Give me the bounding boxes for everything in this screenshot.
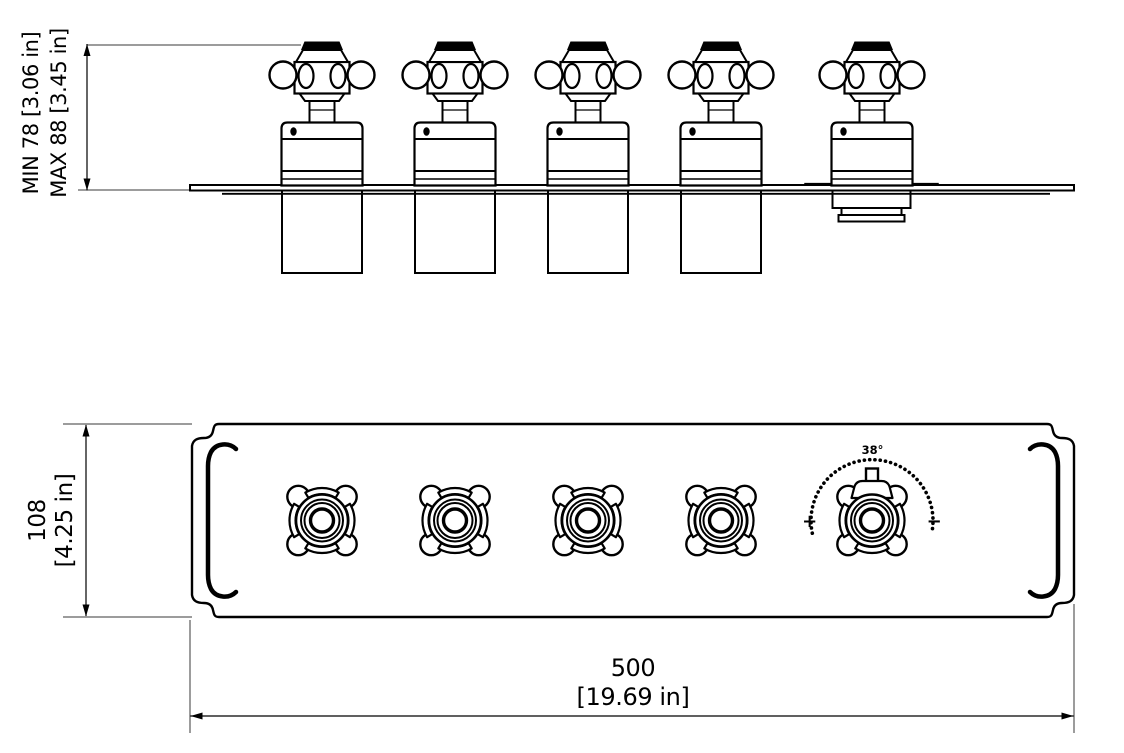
front-view: + − 38° 108 [4.25 in] 500 [19.69 in] [25, 422, 1076, 733]
cross-handle-2 [414, 479, 496, 562]
valve-cartridge-side-1 [268, 40, 376, 187]
arrowhead-down [82, 604, 90, 617]
valve-cartridge-side-4 [667, 40, 775, 187]
wall-plate-side [189, 184, 1075, 192]
side-view: MIN 78 [3.06 in] MAX 88 [3.45 in] [19, 28, 1075, 274]
rough-in-body-3 [547, 189, 629, 274]
cross-handle-3 [547, 479, 629, 562]
depth-min-label: MIN 78 [3.06 in] [19, 32, 43, 195]
cross-handle-4 [680, 479, 762, 562]
plate-width-dimension: 500 [19.69 in] [189, 604, 1075, 733]
temperature-38-label: 38° [862, 443, 884, 457]
height-in-label: [4.25 in] [52, 474, 78, 568]
rough-in-body-4 [680, 189, 762, 274]
height-mm-label: 108 [25, 499, 51, 542]
depth-dimension: MIN 78 [3.06 in] MAX 88 [3.45 in] [19, 28, 301, 198]
valve-cartridge-side-2 [401, 40, 509, 187]
thermostatic-flange [831, 189, 912, 223]
hotter-label: + [802, 511, 817, 532]
thermostatic-cartridge-side [818, 40, 926, 187]
depth-max-label: MAX 88 [3.45 in] [47, 28, 71, 198]
arrowhead-up [82, 424, 90, 437]
trim-plate [190, 422, 1076, 619]
rough-in-body-2 [414, 189, 496, 274]
left-bracket-ornament [205, 442, 239, 599]
right-bracket-ornament [1027, 442, 1061, 599]
arrowhead-left [190, 712, 203, 720]
arrowhead-up [83, 44, 91, 56]
thermostatic-handle: + − 38° [802, 443, 942, 562]
colder-label: − [927, 511, 942, 532]
temperature-scale-arc [809, 457, 935, 535]
valve-cartridge-side-3 [534, 40, 642, 187]
rough-in-body-1 [281, 189, 363, 274]
plate-height-dimension: 108 [4.25 in] [25, 423, 192, 618]
width-mm-label: 500 [611, 654, 656, 682]
arrowhead-right [1061, 712, 1074, 720]
width-in-label: [19.69 in] [577, 683, 690, 711]
cross-handle-1 [281, 479, 363, 562]
arrowhead-down [83, 178, 91, 191]
